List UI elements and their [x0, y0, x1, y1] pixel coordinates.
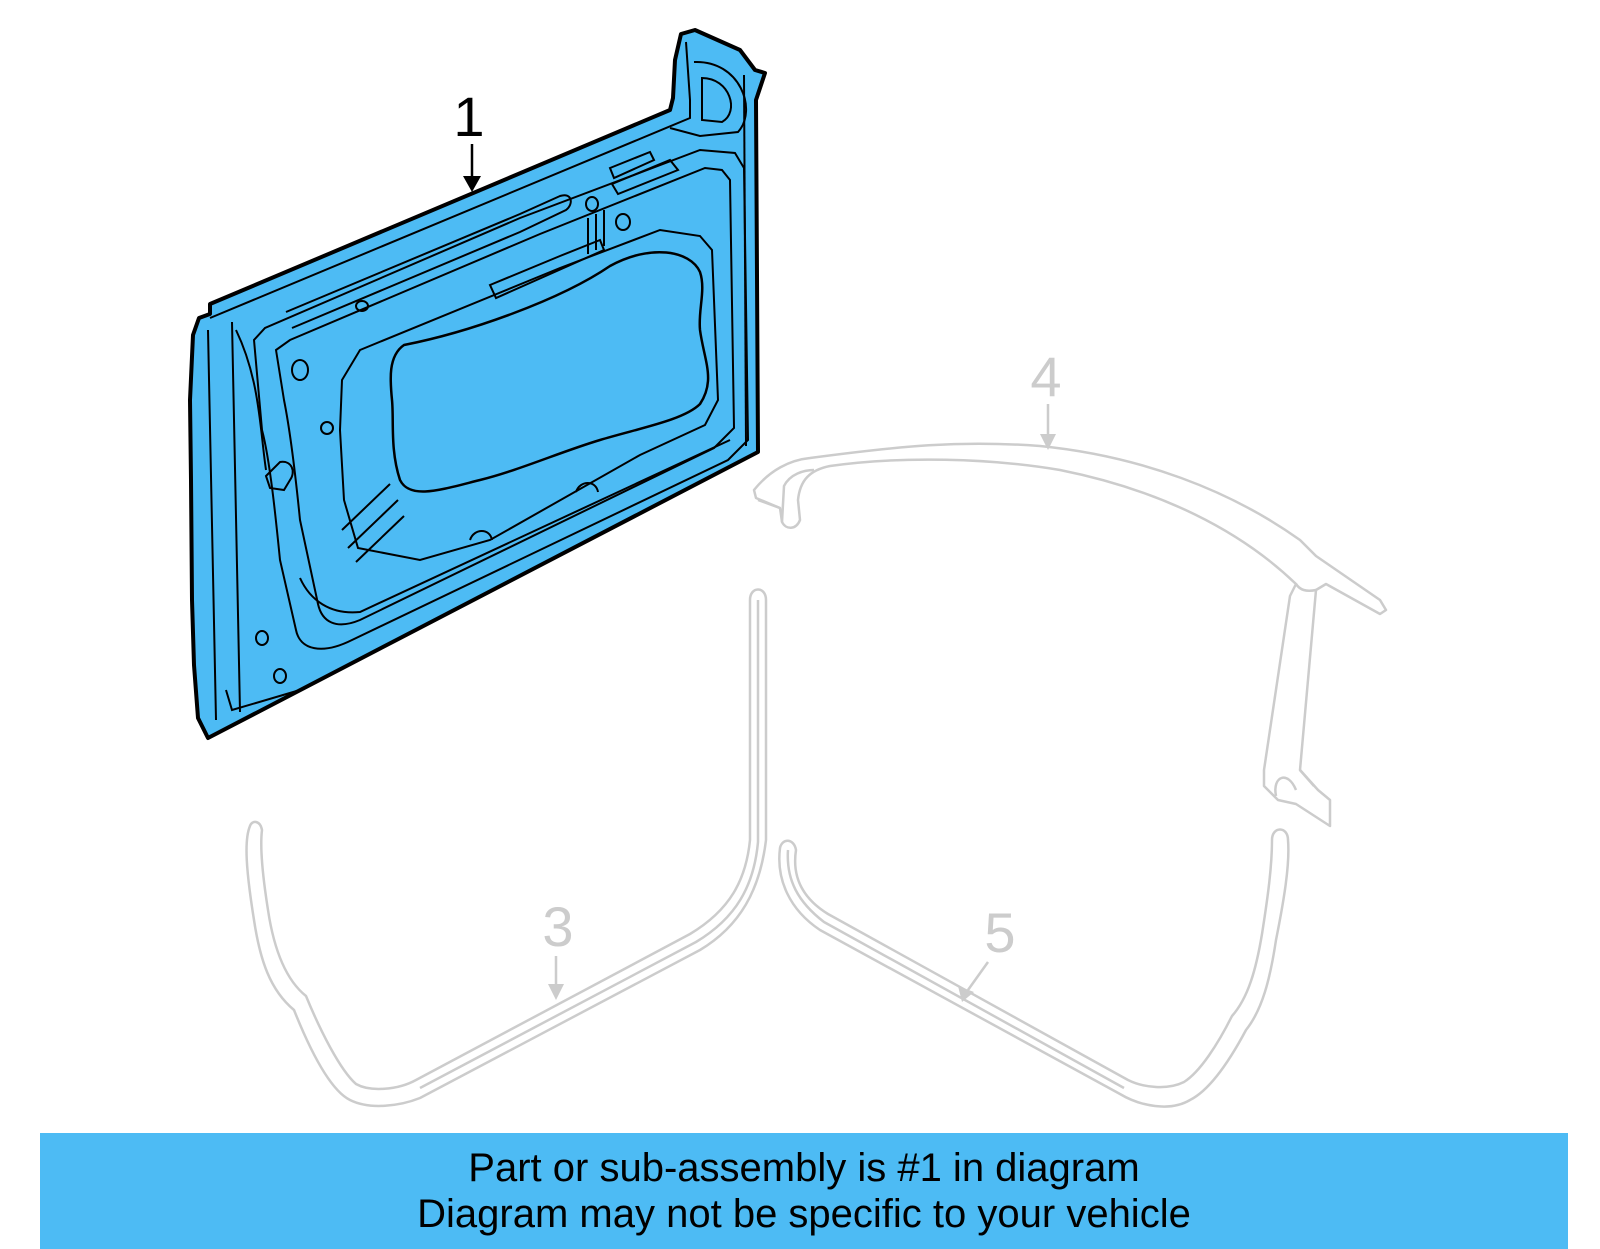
callout-3-label: 3 — [542, 895, 573, 958]
lower-rear-weatherstrip[interactable] — [778, 828, 1290, 1108]
caption-banner: Part or sub-assembly is #1 in diagram Di… — [40, 1133, 1568, 1249]
callout-4: 4 — [1030, 345, 1062, 450]
callout-1-arrowhead — [463, 176, 481, 192]
callout-5-arrowhead — [958, 986, 974, 1002]
callout-4-label: 4 — [1030, 345, 1061, 408]
callout-5: 5 — [958, 901, 1016, 1002]
callout-1: 1 — [453, 85, 485, 192]
lower-front-weatherstrip[interactable] — [245, 588, 768, 1108]
callout-5-arrow-shaft — [966, 961, 990, 991]
upper-frame-weatherstrip[interactable] — [752, 442, 1388, 828]
door-access-hole — [389, 250, 710, 493]
door-shell-panel[interactable] — [188, 28, 767, 740]
caption-line-1: Part or sub-assembly is #1 in diagram — [468, 1146, 1140, 1190]
callout-3-arrowhead — [548, 984, 564, 1000]
callout-5-label: 5 — [984, 901, 1015, 964]
callout-1-label: 1 — [453, 85, 484, 148]
caption-line-2: Diagram may not be specific to your vehi… — [417, 1192, 1191, 1236]
callout-3: 3 — [542, 895, 574, 1000]
callout-4-arrowhead — [1040, 434, 1056, 450]
